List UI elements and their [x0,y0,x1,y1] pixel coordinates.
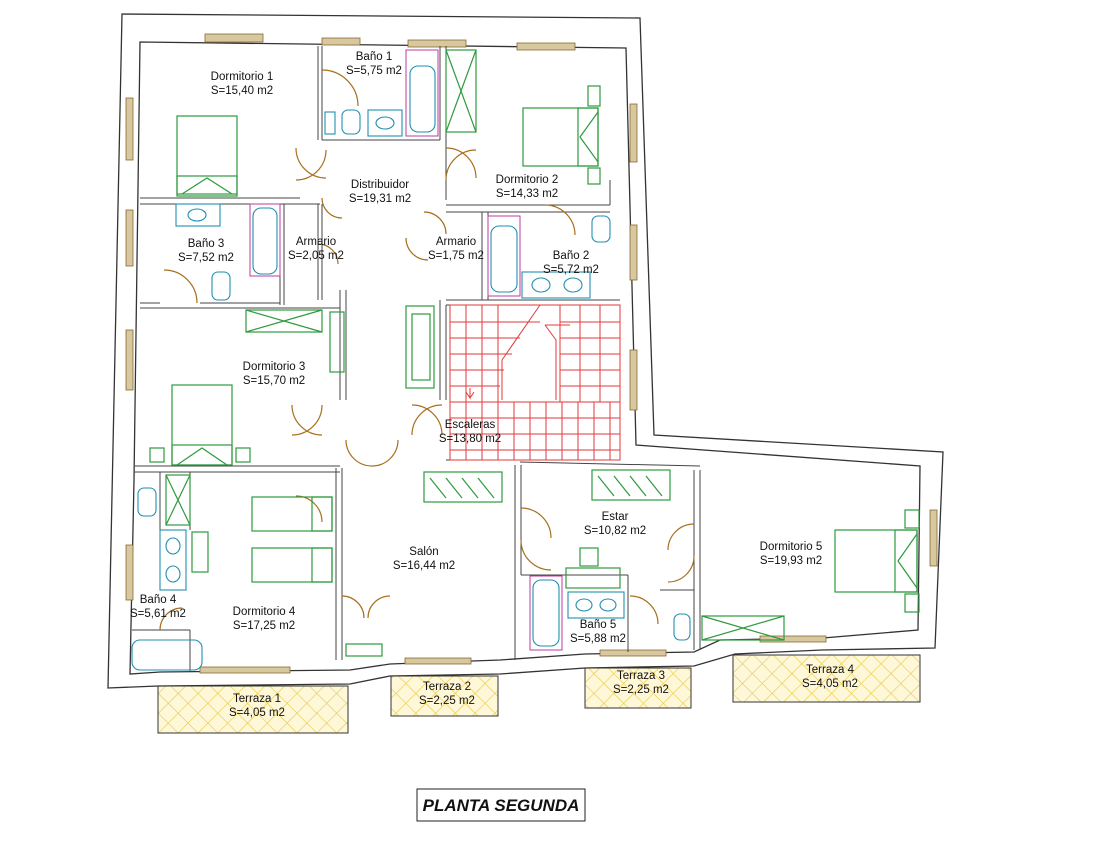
dormitorio-2-name: Dormitorio 2 [496,174,559,186]
estar-area: S=10,82 m2 [584,525,646,537]
bano-1-area: S=5,75 m2 [346,65,402,77]
bano-4-name: Baño 4 [140,594,177,606]
armario-2-area: S=1,75 m2 [428,250,484,262]
terraza-4-area-label: S=4,05 m2 [802,678,858,690]
dormitorio-3-name: Dormitorio 3 [243,361,306,373]
dormitorio-4-area: S=17,25 m2 [233,620,295,632]
bano-2-name: Baño 2 [553,250,589,262]
salon-name: Salón [409,546,438,558]
windows [125,33,938,674]
bano-4-area: S=5,61 m2 [130,608,186,620]
terraza-1-name: Terraza 1 [233,693,281,705]
bano-5-area: S=5,88 m2 [570,633,626,645]
dormitorio-1-name: Dormitorio 1 [211,71,274,83]
dormitorio-5-name: Dormitorio 5 [760,541,823,553]
stairs [449,304,621,461]
escaleras-name: Escaleras [445,419,496,431]
terraza-2-area-label: S=2,25 m2 [419,695,475,707]
room-labels: Dormitorio 1 S=15,40 m2 Baño 1 S=5,75 m2… [130,51,858,719]
bano-5-name: Baño 5 [580,619,616,631]
terraza-3-area-label: S=2,25 m2 [613,684,669,696]
terraza-2-name: Terraza 2 [423,681,471,693]
distribuidor-name: Distribuidor [351,179,409,191]
terraza-4-area [732,654,921,703]
dormitorio-5-area: S=19,93 m2 [760,555,822,567]
armario-2-name: Armario [436,236,476,248]
terraza-3-name: Terraza 3 [617,670,665,682]
bano-3-area: S=7,52 m2 [178,252,234,264]
dormitorio-1-area: S=15,40 m2 [211,85,273,97]
estar-name: Estar [602,511,629,523]
dormitorio-4-name: Dormitorio 4 [233,606,296,618]
armario-1-name: Armario [296,236,336,248]
distribuidor-area: S=19,31 m2 [349,193,411,205]
bano-2-area: S=5,72 m2 [543,264,599,276]
terraza-4-name: Terraza 4 [806,664,855,676]
escaleras-area: S=13,80 m2 [439,433,501,445]
terraza-1-area-label: S=4,05 m2 [229,707,285,719]
dormitorio-2-area: S=14,33 m2 [496,188,558,200]
plan-title-box: PLANTA SEGUNDA [416,788,586,822]
bano-1-name: Baño 1 [356,51,392,63]
interior-walls [132,46,701,672]
terraza-3-area [584,667,692,709]
terraza-1-area [157,685,349,734]
terraces [157,654,921,734]
furniture [149,49,920,657]
bano-3-name: Baño 3 [188,238,224,250]
sanitary [131,49,691,671]
salon-area: S=16,44 m2 [393,560,455,572]
doors [159,69,695,631]
exterior-walls [107,13,944,689]
dormitorio-3-area: S=15,70 m2 [243,375,305,387]
terraza-2-area [390,675,499,717]
plan-title: PLANTA SEGUNDA [423,796,580,815]
armario-1-area: S=2,05 m2 [288,250,344,262]
